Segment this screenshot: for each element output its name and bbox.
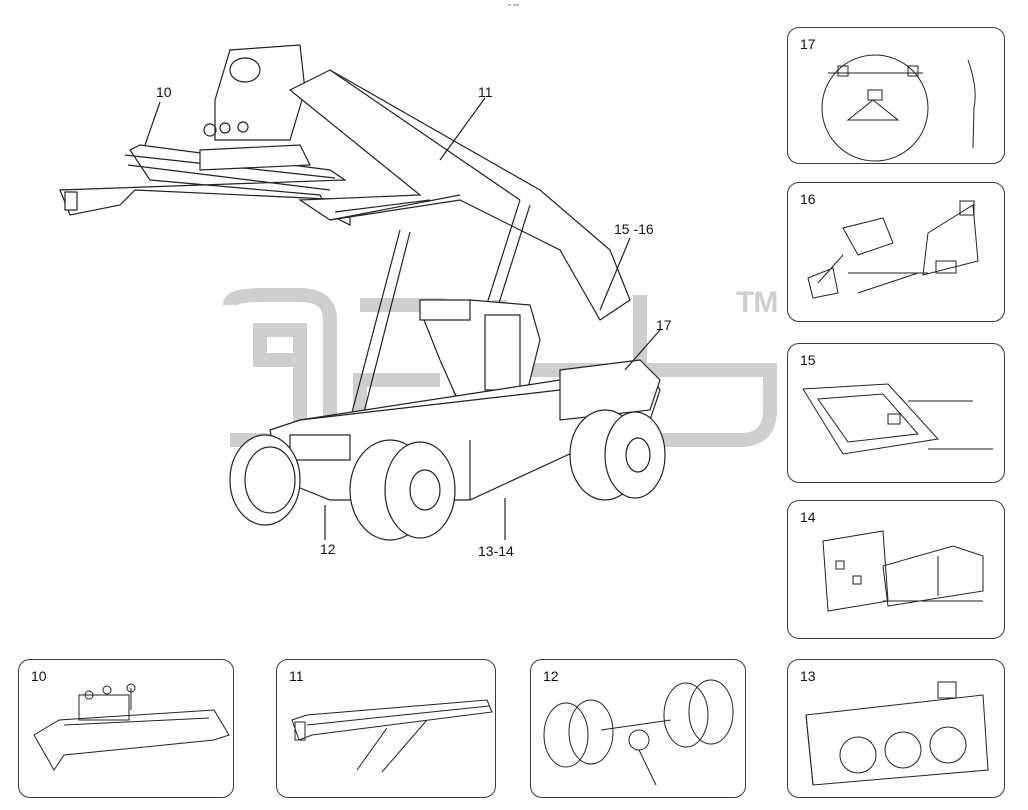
panel-10-illustration	[33, 683, 230, 771]
panel-17[interactable]: 17	[787, 27, 1005, 164]
callout-10: 10	[156, 84, 172, 100]
callout-17: 17	[656, 317, 672, 333]
panel-16-illustration	[807, 200, 979, 299]
panel-10[interactable]: 10	[18, 659, 234, 798]
panel-number: 16	[800, 191, 816, 207]
panel-12-illustration	[543, 679, 734, 786]
panel-number: 15	[800, 352, 816, 368]
panel-14-illustration	[822, 530, 984, 612]
panel-number: 11	[289, 668, 304, 684]
panel-number: 14	[800, 509, 816, 525]
callout-13-14: 13-14	[478, 543, 514, 559]
callout-11: 11	[478, 84, 493, 100]
watermark-tm: TM	[736, 286, 778, 319]
top-mark: ≈ ≈≈	[508, 3, 520, 9]
callout-15-16: 15 -16	[614, 221, 654, 237]
callout-12: 12	[320, 541, 336, 557]
panel-14[interactable]: 14	[787, 500, 1005, 639]
panel-15-illustration	[802, 383, 993, 455]
panel-17-illustration	[821, 54, 976, 162]
panel-15[interactable]: 15	[787, 343, 1005, 483]
panel-number: 17	[800, 36, 816, 52]
panel-number: 10	[31, 668, 47, 684]
panel-11-illustration	[291, 699, 493, 773]
panel-11[interactable]: 11	[276, 659, 496, 798]
panel-number: 13	[800, 668, 816, 684]
panel-16[interactable]: 16	[787, 182, 1005, 322]
panel-13-illustration	[805, 681, 989, 786]
panel-13[interactable]: 13	[787, 659, 1005, 798]
panel-12[interactable]: 12	[530, 659, 746, 798]
panel-number: 12	[543, 668, 559, 684]
